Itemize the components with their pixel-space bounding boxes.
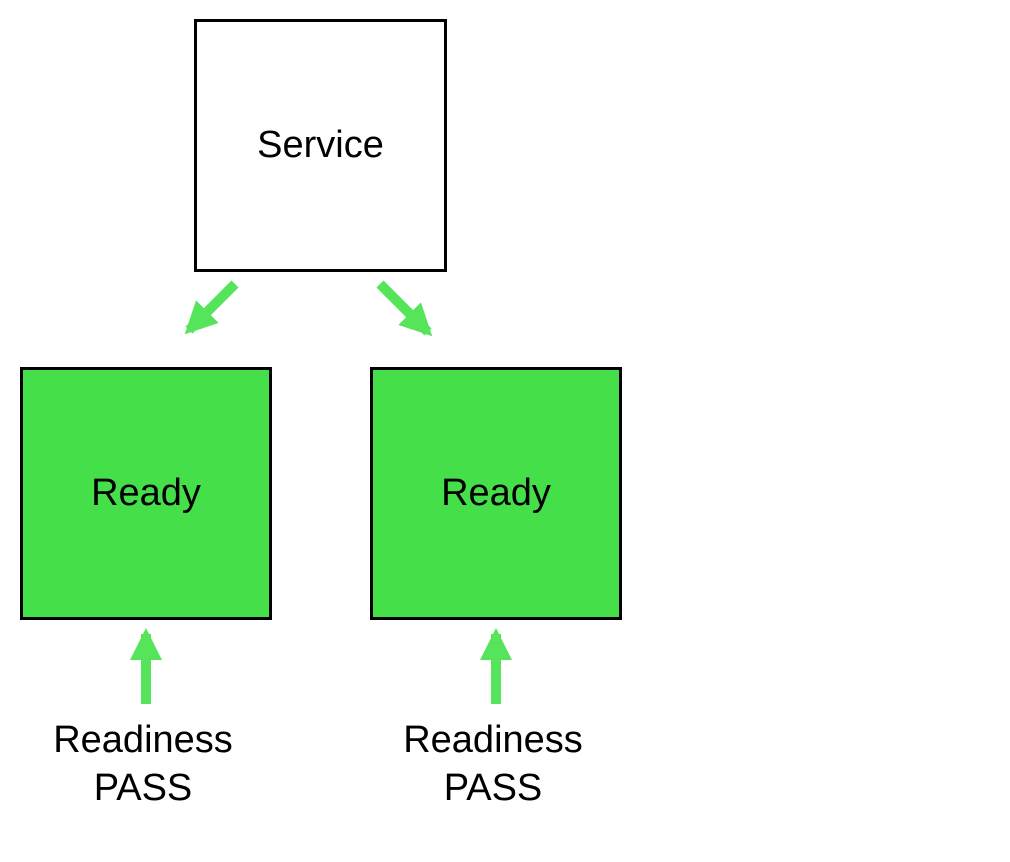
readiness-caption-right: Readiness PASS [370,716,616,812]
readiness-caption-right-line2: PASS [443,767,543,809]
arrow-service-to-ready-left-icon [184,280,239,335]
readiness-caption-left-line1: Readiness [53,719,233,761]
arrow-service-to-ready-right-icon [376,280,433,337]
readiness-caption-left: Readiness PASS [20,716,266,812]
readiness-caption-left-line2: PASS [93,767,193,809]
service-box: Service [194,19,447,272]
service-label: Service [257,124,384,166]
ready-label-right: Ready [441,472,551,514]
ready-box-right: Ready [370,367,622,620]
ready-label-left: Ready [91,472,201,514]
ready-box-left: Ready [20,367,272,620]
readiness-caption-right-line1: Readiness [403,719,583,761]
